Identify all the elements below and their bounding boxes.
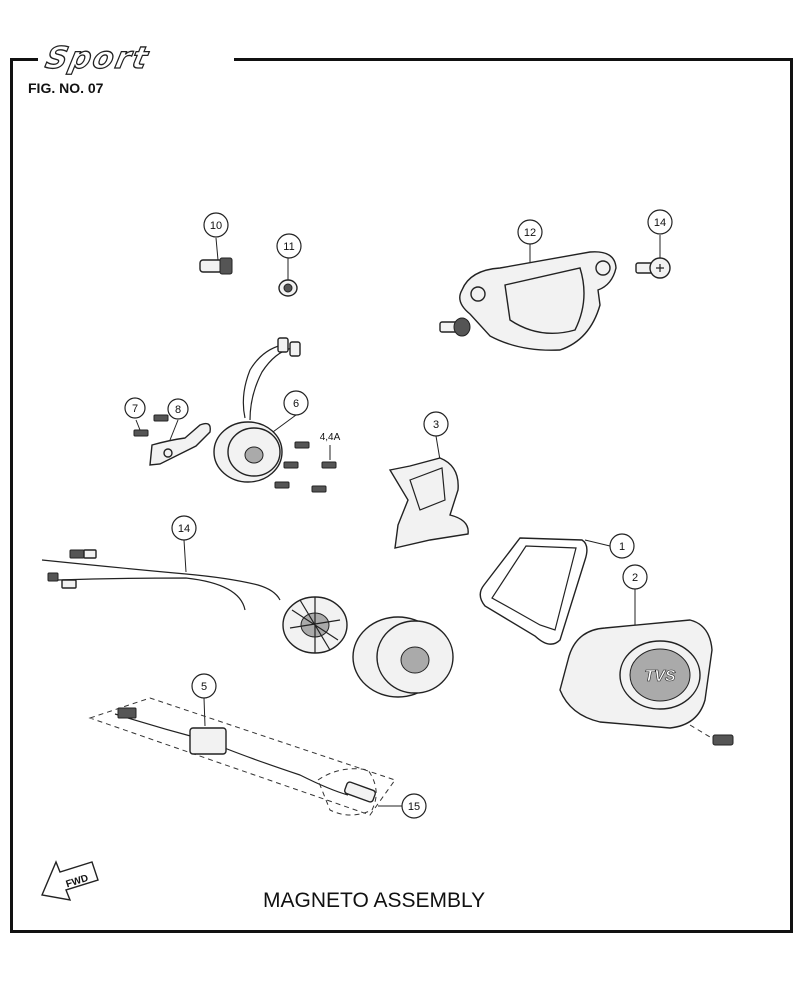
svg-text:15: 15 [408,801,420,813]
part-4-screws [274,441,337,493]
callout-10: 11 [276,233,302,259]
callout-14: 14 [171,515,197,541]
callout-8: 8 [167,398,189,420]
part-5-ignition-coil [88,697,396,816]
part-9-bolt [199,237,233,275]
flywheel-rotor [352,616,454,698]
cover-badge: TVS [644,668,675,685]
svg-text:6: 6 [293,398,299,410]
svg-text:3: 3 [433,419,439,431]
part-6-pulser-assembly [213,337,301,483]
svg-text:10: 10 [210,220,222,232]
logo-backdrop [38,52,234,68]
diagram-frame [10,58,793,933]
svg-text:1: 1 [619,541,625,553]
svg-text:2: 2 [632,572,638,584]
part-8-bracket [149,414,211,466]
svg-text:5: 5 [201,681,207,693]
part-1-gasket [479,537,611,645]
part-3-cover [388,435,469,549]
callout-1: 1 [609,533,635,559]
part-12-bolt [635,235,671,279]
part-14-stator-harness [41,539,348,654]
diagram-title: MAGNETO ASSEMBLY [263,889,486,912]
svg-text:14: 14 [654,217,666,229]
callout-9: 10 [203,212,229,238]
callout-15: 15 [401,793,427,819]
svg-text:8: 8 [175,404,181,416]
part-7-bolt [133,419,149,437]
part-2-side-cover [559,588,734,746]
callout-3: 3 [423,411,449,437]
callout-6: 6 [283,390,309,416]
part-10-nut [278,258,298,297]
callout-2: 2 [622,564,648,590]
callout-4-4a: 4,4A [320,432,341,443]
callout-5: 5 [191,673,217,699]
svg-text:12: 12 [524,227,536,239]
part-11-sprocket-cover [439,244,617,351]
figure-number: FIG. NO. 07 [28,80,104,96]
fwd-arrow-icon: FWD [41,860,99,901]
callout-7: 7 [124,397,146,419]
svg-text:7: 7 [132,403,138,415]
callout-11: 12 [517,219,543,245]
svg-text:14: 14 [178,523,190,535]
svg-text:11: 11 [283,241,294,253]
callout-12: 14 [647,209,673,235]
